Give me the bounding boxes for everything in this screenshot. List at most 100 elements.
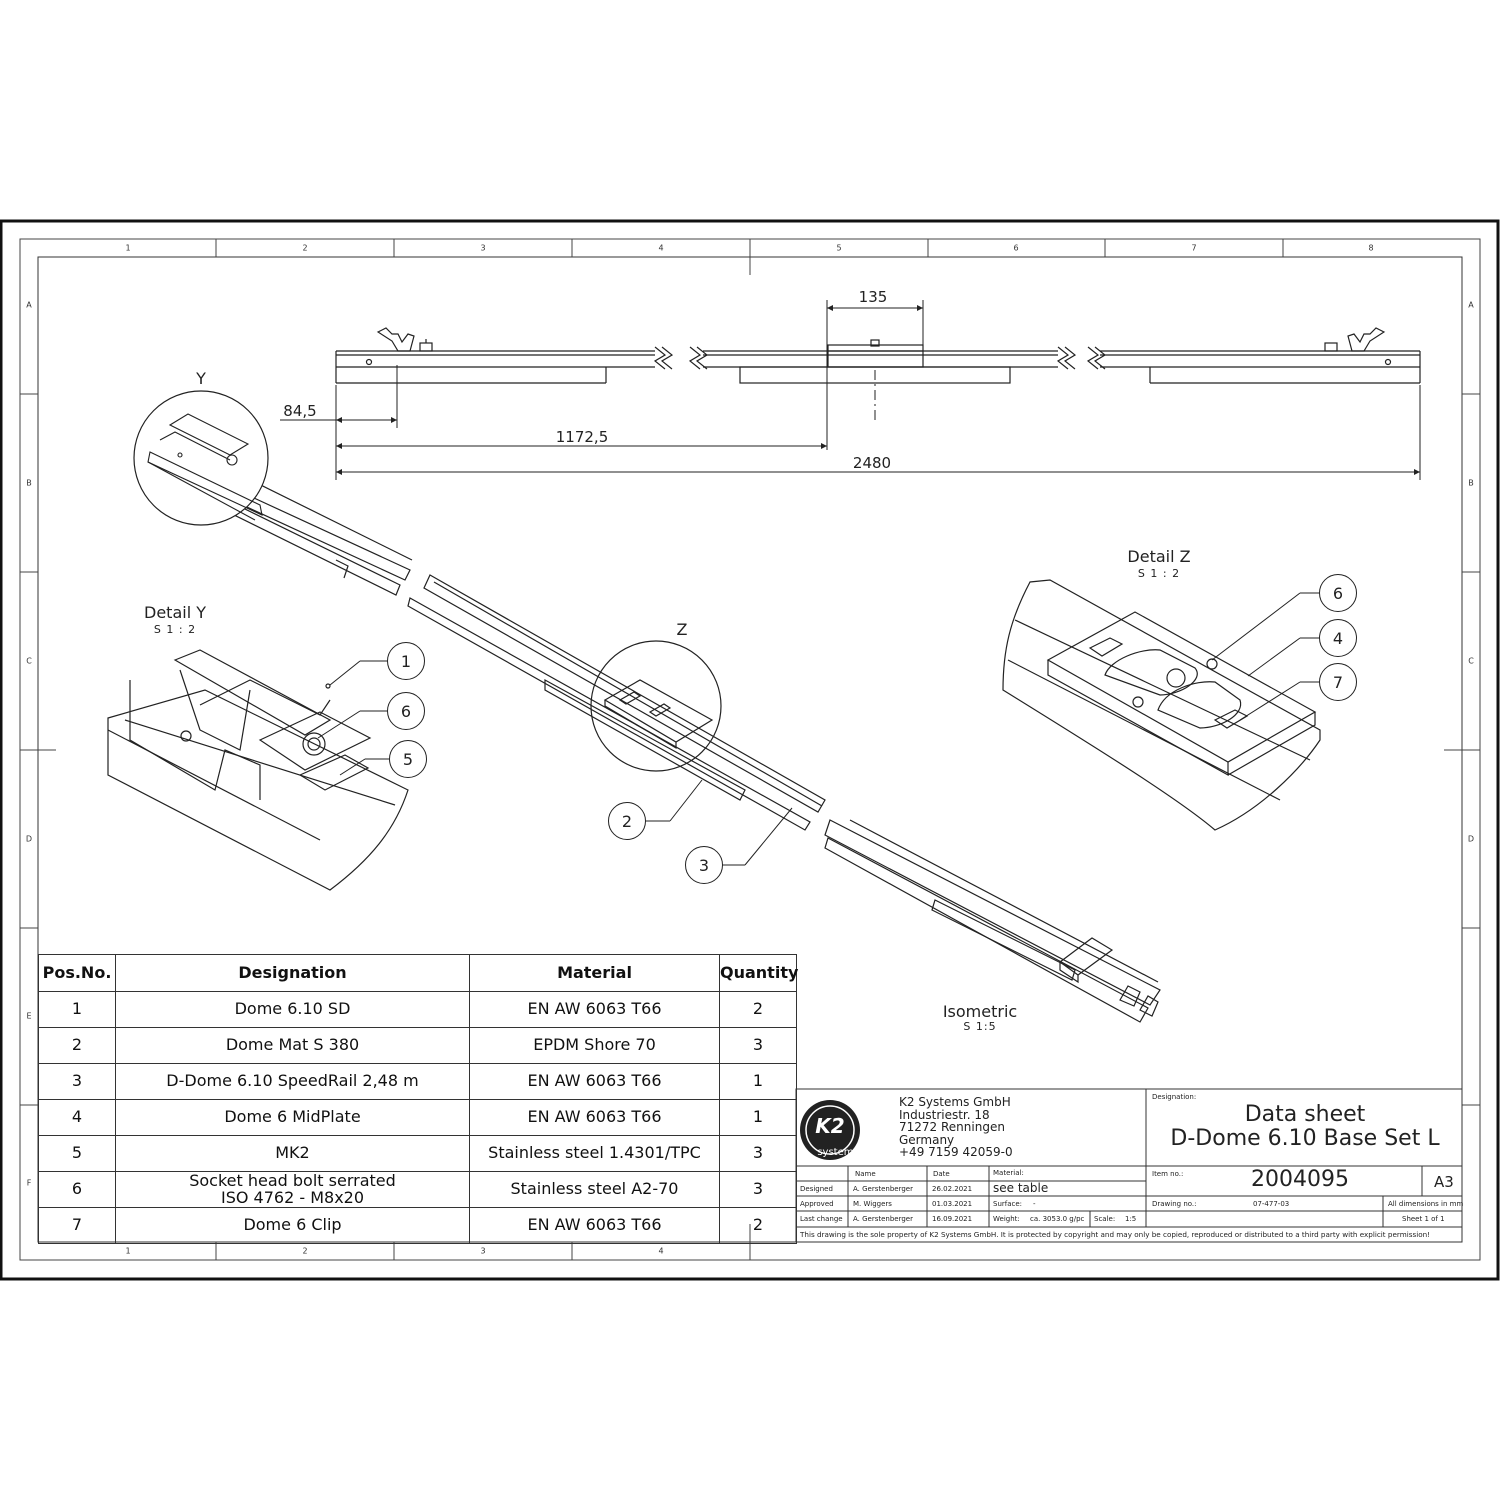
material-cell: Stainless steel A2-70 <box>469 1171 720 1208</box>
dimension-1172-5: 1172,5 <box>555 428 609 446</box>
designation-cell: MK2 <box>115 1135 470 1172</box>
pos-cell: 3 <box>38 1063 116 1100</box>
detail-circle-y <box>133 390 269 526</box>
table-row: 7 Dome 6 Clip EN AW 6063 T66 2 <box>38 1207 797 1244</box>
zone-col-5: 5 <box>836 243 842 253</box>
k2-logo: K2 systems <box>800 1100 860 1160</box>
surface-value: - <box>1033 1200 1036 1208</box>
parts-list-table: Pos.No. Designation Material Quantity 1 … <box>38 954 798 1244</box>
designed-name: A. Gerstenberger <box>853 1185 913 1193</box>
designation-cell: Socket head bolt serrated ISO 4762 - M8x… <box>115 1170 470 1208</box>
isometric-rail <box>142 439 1161 1023</box>
pos-cell: 2 <box>38 1027 116 1064</box>
item-no-label: Item no.: <box>1152 1170 1184 1178</box>
parts-list-header: Pos.No. Designation Material Quantity <box>38 954 798 992</box>
dimension-84-5: 84,5 <box>283 402 317 420</box>
table-row: 5 MK2 Stainless steel 1.4301/TPC 3 <box>38 1135 797 1172</box>
lastchange-name: A. Gerstenberger <box>853 1215 913 1223</box>
designation-label: Designation: <box>1152 1093 1197 1101</box>
top-view-rail <box>335 327 1421 384</box>
quantity-cell: 1 <box>719 1063 797 1100</box>
designation-line-1: Socket head bolt serrated <box>189 1170 396 1190</box>
col-date-header: Date <box>933 1170 950 1178</box>
zone-col-7: 7 <box>1191 243 1197 253</box>
material-cell: EPDM Shore 70 <box>469 1027 720 1064</box>
zone-col-bottom-1: 1 <box>125 1246 131 1256</box>
detail-z-drawing <box>1002 579 1321 831</box>
table-row: 6 Socket head bolt serrated ISO 4762 - M… <box>38 1170 797 1208</box>
outer-border <box>0 219 1500 1281</box>
detail-z-scale: S 1 : 2 <box>1137 567 1181 580</box>
quantity-cell: 2 <box>719 991 797 1028</box>
header-designation: Designation <box>115 954 470 992</box>
zone-col-3: 3 <box>480 243 486 253</box>
zone-col-bottom-4: 4 <box>658 1246 664 1256</box>
dimension-2480: 2480 <box>852 454 892 472</box>
balloon-5-detail-y: 5 <box>389 740 427 778</box>
detail-z-title: Detail Z <box>1127 547 1191 566</box>
header-quantity: Quantity <box>719 954 798 992</box>
zone-row-d: D <box>25 834 33 844</box>
zone-col-bottom-3: 3 <box>480 1246 486 1256</box>
isometric-scale: S 1:5 <box>963 1020 997 1033</box>
svg-text:systems: systems <box>817 1147 858 1158</box>
table-row: 1 Dome 6.10 SD EN AW 6063 T66 2 <box>38 991 797 1028</box>
zone-col-2: 2 <box>302 243 308 253</box>
balloon-7-detail-z: 7 <box>1319 663 1357 701</box>
isometric-title: Isometric <box>942 1002 1018 1021</box>
balloon-6-detail-y: 6 <box>387 692 425 730</box>
zone-col-bottom-2: 2 <box>302 1246 308 1256</box>
sheet-format: A3 <box>1434 1173 1454 1191</box>
lastchange-label: Last change <box>800 1215 843 1223</box>
item-no-value: 2004095 <box>1251 1167 1349 1192</box>
svg-text:K2: K2 <box>815 1114 844 1138</box>
zone-row-e: E <box>26 1011 32 1021</box>
material-cell: EN AW 6063 T66 <box>469 1063 720 1100</box>
quantity-cell: 2 <box>719 1207 797 1244</box>
designation-cell: Dome 6 Clip <box>115 1207 470 1244</box>
company-name: K2 Systems GmbH <box>899 1095 1011 1109</box>
balloon-1-detail-y: 1 <box>387 642 425 680</box>
weight-value: ca. 3053.0 g/pc <box>1030 1215 1085 1223</box>
zone-row-b-right: B <box>1468 478 1474 488</box>
quantity-cell: 1 <box>719 1099 797 1136</box>
company-street: Industriestr. 18 <box>899 1107 990 1122</box>
scale-value: 1:5 <box>1125 1215 1137 1223</box>
copyright-note: This drawing is the sole property of K2 … <box>800 1230 1431 1239</box>
detail-y-title: Detail Y <box>144 603 206 622</box>
detail-circle-y-content <box>147 413 263 521</box>
pos-cell: 7 <box>38 1207 116 1244</box>
surface-label: Surface: <box>993 1200 1023 1208</box>
material-value: see table <box>993 1181 1049 1195</box>
material-cell: Stainless steel 1.4301/TPC <box>469 1135 720 1172</box>
material-cell: EN AW 6063 T66 <box>469 1099 720 1136</box>
zone-row-f: F <box>26 1178 32 1188</box>
zone-row-a-right: A <box>1468 300 1474 310</box>
company-phone: +49 7159 42059-0 <box>899 1145 1013 1159</box>
table-row: 4 Dome 6 MidPlate EN AW 6063 T66 1 <box>38 1099 797 1136</box>
detail-y-scale: S 1 : 2 <box>153 623 197 636</box>
drawing-no-value: 07-477-03 <box>1253 1200 1290 1208</box>
quantity-cell: 3 <box>719 1171 797 1208</box>
designed-label: Designed <box>800 1185 833 1193</box>
designation-line-2: ISO 4762 - M8x20 <box>220 1187 365 1207</box>
balloon-2-isometric: 2 <box>608 802 646 840</box>
col-name-header: Name <box>855 1170 876 1178</box>
material-label: Material: <box>993 1169 1024 1177</box>
zone-col-6: 6 <box>1013 243 1019 253</box>
material-cell: EN AW 6063 T66 <box>469 991 720 1028</box>
pos-cell: 5 <box>38 1135 116 1172</box>
all-dimensions-note: All dimensions in mm <box>1388 1200 1464 1208</box>
quantity-cell: 3 <box>719 1135 797 1172</box>
zone-ticks <box>20 239 1480 1260</box>
material-cell: EN AW 6063 T66 <box>469 1207 720 1244</box>
balloon-4-detail-z: 4 <box>1319 619 1357 657</box>
zone-row-c: C <box>26 656 32 666</box>
sheet-number: Sheet 1 of 1 <box>1402 1215 1445 1223</box>
approved-label: Approved <box>800 1200 834 1208</box>
designed-date: 26.02.2021 <box>932 1185 973 1193</box>
approved-name: M. Wiggers <box>853 1200 892 1208</box>
company-country: Germany <box>899 1132 955 1147</box>
balloon-3-isometric: 3 <box>685 846 723 884</box>
